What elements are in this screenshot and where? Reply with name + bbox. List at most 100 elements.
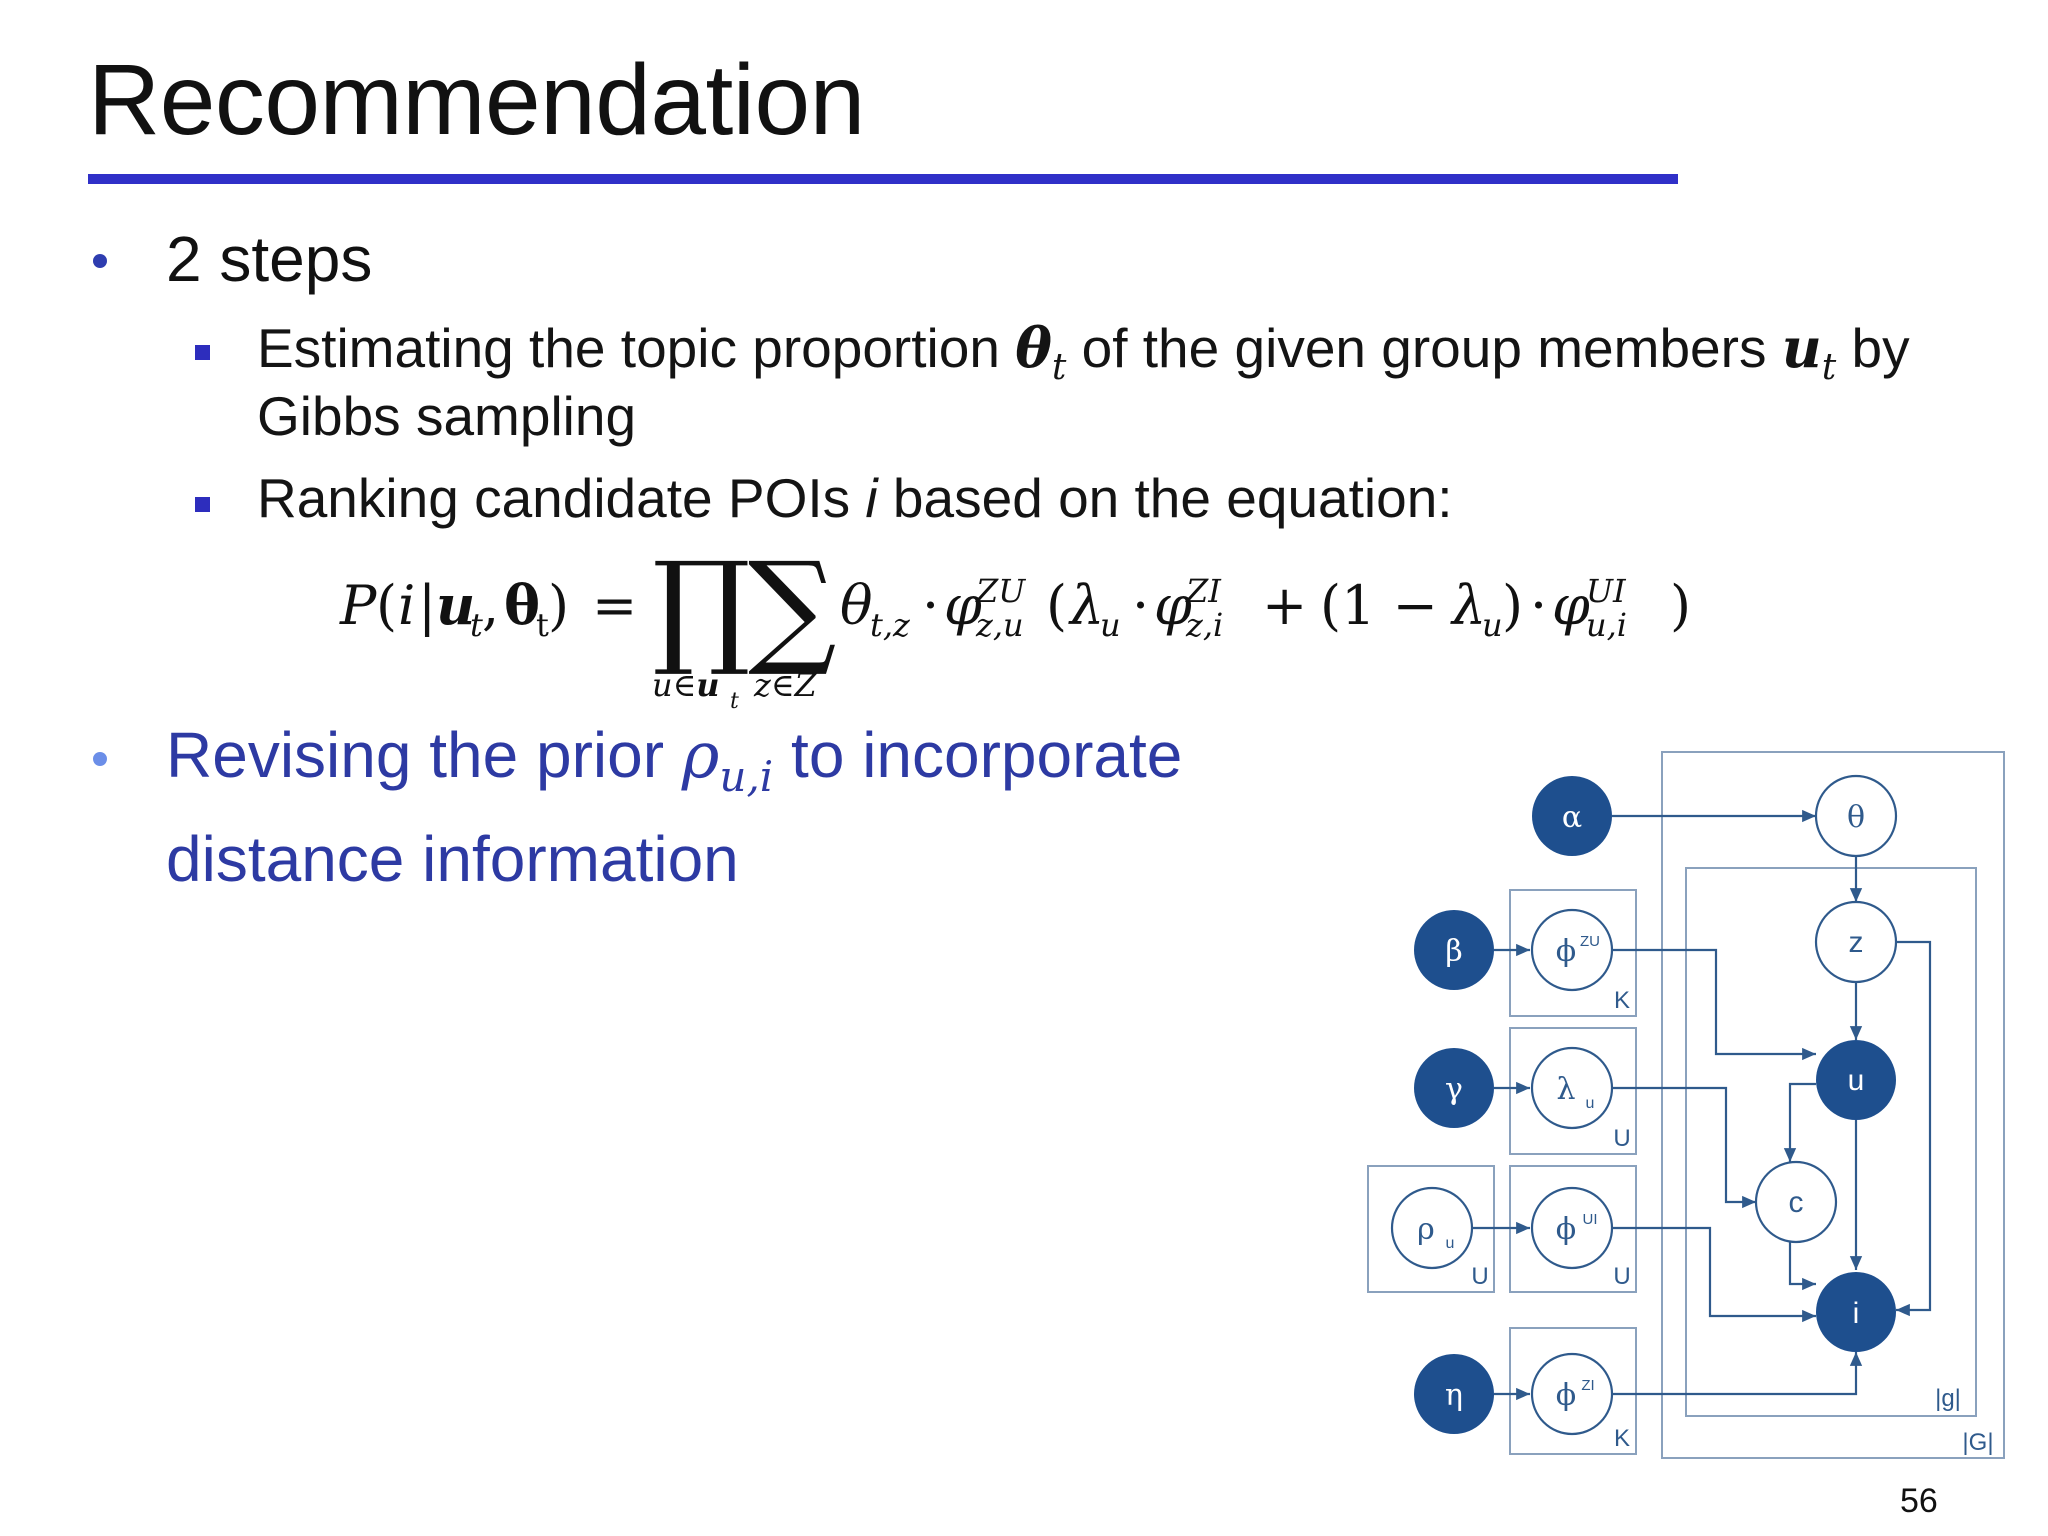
sub-bullet-square-1 bbox=[195, 345, 210, 360]
poi-i-symbol: i bbox=[865, 467, 878, 529]
eq-equals: = bbox=[592, 574, 637, 637]
eq-dot2: · bbox=[1132, 574, 1149, 637]
graphical-model-diagram: α β γ η u i θ z c ϕ ZU λ u ρ u ϕ UI ϕ ZI… bbox=[1367, 751, 2005, 1459]
eq-product: ∏ bbox=[652, 540, 751, 680]
label-phi-zu: ϕ bbox=[1556, 934, 1576, 969]
eq-u: u bbox=[436, 573, 475, 637]
estimating-text-a: Estimating the topic proportion bbox=[257, 317, 1016, 379]
node-eta bbox=[1414, 1354, 1494, 1434]
node-phi-zi bbox=[1530, 1352, 1614, 1436]
bullet-2-steps: 2 steps bbox=[166, 223, 373, 295]
eq-lambda1-sub: u bbox=[1100, 606, 1121, 644]
bullet-revising-line2: distance information bbox=[166, 823, 739, 895]
estimating-text-b: of the given group members bbox=[1066, 317, 1782, 379]
eq-sum: ∑ bbox=[748, 540, 837, 680]
plate-label-U-rho: U bbox=[1471, 1263, 1488, 1290]
eq-phi2-sub: z,i bbox=[1185, 606, 1223, 644]
eq-close1: ) bbox=[1502, 574, 1523, 637]
node-i bbox=[1816, 1272, 1896, 1352]
eq-comma: , bbox=[482, 574, 499, 637]
sub-bullet-estimating-line2: Gibbs sampling bbox=[257, 385, 637, 447]
eq-sum-under: z∈Z bbox=[753, 666, 818, 704]
label-c: c bbox=[1789, 1186, 1804, 1219]
plate-label-K2: K bbox=[1614, 1425, 1630, 1452]
label-eta: η bbox=[1445, 1378, 1463, 1413]
plate-K2 bbox=[1509, 1327, 1637, 1455]
edge-z-i bbox=[1896, 940, 1932, 1317]
label-phi-zu-sup: ZU bbox=[1580, 933, 1600, 950]
eq-one-minus: (1 − bbox=[1320, 574, 1438, 637]
eq-phi3: φ bbox=[1552, 574, 1590, 637]
label-phi-ui-sup: UI bbox=[1583, 1211, 1598, 1228]
node-rho-u bbox=[1390, 1186, 1474, 1270]
label-theta: θ bbox=[1847, 800, 1865, 835]
eq-plus: + bbox=[1262, 574, 1307, 637]
plate-label-U1: U bbox=[1613, 1125, 1630, 1152]
label-phi-zi: ϕ bbox=[1556, 1378, 1576, 1413]
edge-lambda-c bbox=[1610, 1086, 1756, 1209]
sub-bullet-estimating: Estimating the topic proportion θt of th… bbox=[257, 314, 1910, 402]
plate-K1 bbox=[1509, 889, 1637, 1017]
plate-U1 bbox=[1509, 1027, 1637, 1155]
eq-prod-under-sub: t bbox=[730, 689, 739, 714]
plate-label-U2: U bbox=[1613, 1263, 1630, 1290]
eq-open: ( bbox=[1046, 574, 1067, 637]
eq-rparen: ) bbox=[548, 574, 569, 637]
revising-text-a: Revising the prior bbox=[166, 719, 682, 791]
node-z bbox=[1814, 900, 1898, 984]
eq-phi1-sup: ZU bbox=[975, 572, 1026, 610]
label-rho-sub: u bbox=[1446, 1235, 1455, 1252]
theta-subscript: t bbox=[1051, 347, 1067, 388]
eq-dot1: · bbox=[922, 574, 939, 637]
eq-dot3: · bbox=[1530, 574, 1547, 637]
eq-theta-sub: t bbox=[536, 606, 549, 644]
label-u: u bbox=[1848, 1064, 1865, 1097]
edge-c-i bbox=[1788, 1242, 1816, 1291]
label-i: i bbox=[1853, 1297, 1860, 1330]
eq-i: i bbox=[398, 574, 415, 637]
bullet-revising: Revising the prior ρu,i to incorporate bbox=[166, 718, 1182, 814]
node-alpha bbox=[1532, 776, 1612, 856]
node-phi-ui bbox=[1530, 1186, 1614, 1270]
eq-prod-under: u∈u bbox=[652, 666, 720, 704]
sub-bullet-square-2 bbox=[195, 497, 210, 512]
eq-lambda2: λ bbox=[1450, 574, 1486, 637]
eq-bar: | bbox=[418, 574, 436, 637]
page-number: 56 bbox=[1900, 1482, 1938, 1520]
label-gamma: γ bbox=[1445, 1072, 1463, 1107]
eq-P: P bbox=[339, 574, 378, 637]
eq-lambda2-sub: u bbox=[1482, 606, 1503, 644]
u-subscript: t bbox=[1821, 347, 1837, 388]
label-lambda: λ bbox=[1556, 1072, 1575, 1107]
estimating-text-c: by bbox=[1836, 317, 1910, 379]
eq-theta2: θ bbox=[840, 574, 873, 637]
u-symbol: u bbox=[1781, 315, 1822, 380]
eq-phi2: φ bbox=[1154, 574, 1192, 637]
theta-symbol: θ bbox=[1015, 315, 1052, 380]
plate-g bbox=[1685, 867, 1977, 1417]
ranking-text-a: Ranking candidate POIs bbox=[257, 467, 866, 529]
title-underline bbox=[88, 174, 1678, 184]
node-u bbox=[1816, 1040, 1896, 1120]
label-z: z bbox=[1849, 926, 1864, 959]
eq-lambda1: λ bbox=[1068, 574, 1104, 637]
rho-symbol: ρ bbox=[681, 719, 720, 793]
eq-phi1-sub: z,u bbox=[975, 606, 1024, 644]
eq-phi3-sup: UI bbox=[1586, 572, 1627, 610]
eq-theta2-sub: t,z bbox=[870, 606, 911, 644]
label-phi-ui: ϕ bbox=[1556, 1212, 1576, 1247]
label-lambda-sub: u bbox=[1586, 1095, 1595, 1112]
eq-phi2-sup: ZI bbox=[1185, 572, 1222, 610]
sub-bullet-ranking: Ranking candidate POIs i based on the eq… bbox=[257, 464, 1453, 532]
eq-lparen: ( bbox=[376, 574, 397, 637]
bullet-dot-2 bbox=[93, 752, 107, 766]
eq-theta: θ bbox=[504, 573, 540, 637]
eq-close2: ) bbox=[1670, 574, 1691, 637]
edge-u-c bbox=[1783, 1082, 1816, 1162]
node-phi-zu bbox=[1530, 908, 1614, 992]
node-beta bbox=[1414, 910, 1494, 990]
plate-label-g: |g| bbox=[1935, 1385, 1961, 1412]
edge-phizu-u bbox=[1610, 948, 1816, 1061]
label-alpha: α bbox=[1562, 800, 1582, 835]
label-phi-zi-sup: ZI bbox=[1581, 1377, 1594, 1394]
